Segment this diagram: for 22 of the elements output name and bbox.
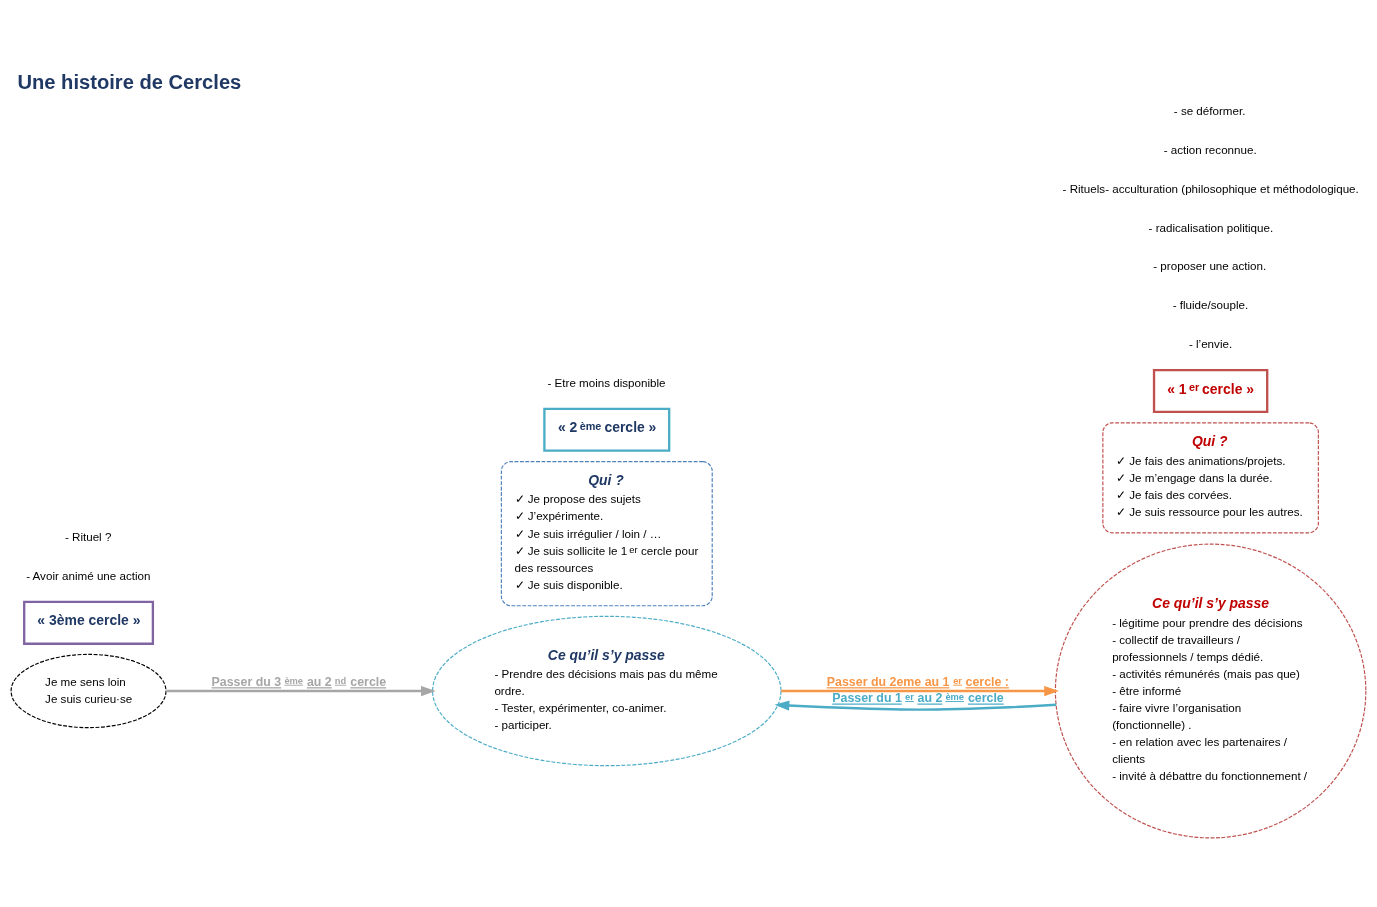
label: - proposer une action.: [1153, 258, 1267, 272]
label: - Rituels- acculturation (philosophique et méthodologique.: [1062, 181, 1359, 195]
label: - action reconnue.: [1163, 142, 1257, 156]
edge-label: Passer du 2eme au 1er cercle :: [826, 674, 1009, 689]
label: - Avoir animé une action: [26, 568, 151, 582]
arrow: [774, 699, 1057, 711]
node-ellipse: Ce qu’il s’y passe - Prendre des décisions mais pas du même ordre. - Tester, expérimenter, co-animer. - participer.: [432, 615, 782, 766]
node-ellipse: Je me sens loin Je suis curieu·se: [10, 653, 167, 728]
label: - Rituel ?: [64, 529, 112, 543]
edge-label: Passer du 3ème au 2nd cercle: [211, 674, 387, 689]
node-box: Qui ? ✓ Je propose des sujets ✓ J’expérimente. ✓ Je suis irrégulier / loin / … ✓ Je suis sollicite le 1er cercle pour des ressources ✓ Je suis disponible.: [500, 460, 713, 606]
label: - radicalisation politique.: [1148, 220, 1274, 234]
arrow: [165, 685, 436, 696]
arrow: [781, 685, 1059, 696]
label: - fluide/souple.: [1172, 297, 1249, 311]
label: - se déformer.: [1173, 103, 1246, 117]
node-box: « 3ème cercle »: [23, 600, 155, 645]
label: - Etre moins disponible: [547, 375, 666, 389]
label: - l’envie.: [1188, 336, 1233, 350]
node-box: Qui ? ✓ Je fais des animations/projets. ✓ Je m’engage dans la durée. ✓ Je fais des corvées. ✓ Je suis ressource pour les autres.: [1102, 421, 1319, 533]
diagram-title: Une histoire de Cercles: [17, 70, 242, 93]
node-circle: Ce qu’il s’y passe - légitime pour prendre des décisions - collectif de travailleurs / professionnels / temps dédié. - activités rémunérés (mais pas que) - être informé - faire vivre l’organisation (fonctionnelle) . - en relation avec les partenaires / clients - invité à débattre du fonctionnement /: [1054, 543, 1367, 838]
